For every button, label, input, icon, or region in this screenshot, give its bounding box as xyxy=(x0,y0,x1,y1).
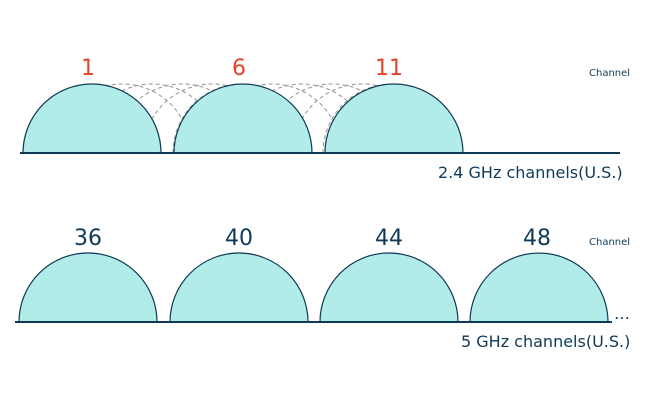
channel-11-label: 11 xyxy=(375,56,403,81)
band-24ghz: 1 6 11 Channel 2.4 GHz channels(U.S.) xyxy=(20,56,630,182)
band-5-ellipsis: … xyxy=(614,304,630,323)
channel-36-label: 36 xyxy=(74,226,102,251)
band-24-channel-label: Channel xyxy=(589,68,630,79)
channel-6-label: 6 xyxy=(232,56,246,81)
channel-40-dome xyxy=(169,252,309,323)
band-5-caption: 5 GHz channels(U.S.) xyxy=(461,332,630,351)
channel-11-dome xyxy=(324,83,464,154)
channel-1-label: 1 xyxy=(81,56,95,81)
band-5-channel-label: Channel xyxy=(589,237,630,248)
channel-48-label: 48 xyxy=(523,226,551,251)
channel-40-label: 40 xyxy=(225,226,253,251)
channel-6-dome xyxy=(173,83,313,154)
channel-48-dome xyxy=(469,252,609,323)
band-24-caption: 2.4 GHz channels(U.S.) xyxy=(438,163,623,182)
band-5ghz: 36 40 44 48 Channel … 5 GHz channels(U.S… xyxy=(15,226,630,351)
channel-44-dome xyxy=(319,252,459,323)
channel-44-label: 44 xyxy=(375,226,403,251)
channel-36-dome xyxy=(18,252,158,323)
channel-1-dome xyxy=(22,83,162,154)
